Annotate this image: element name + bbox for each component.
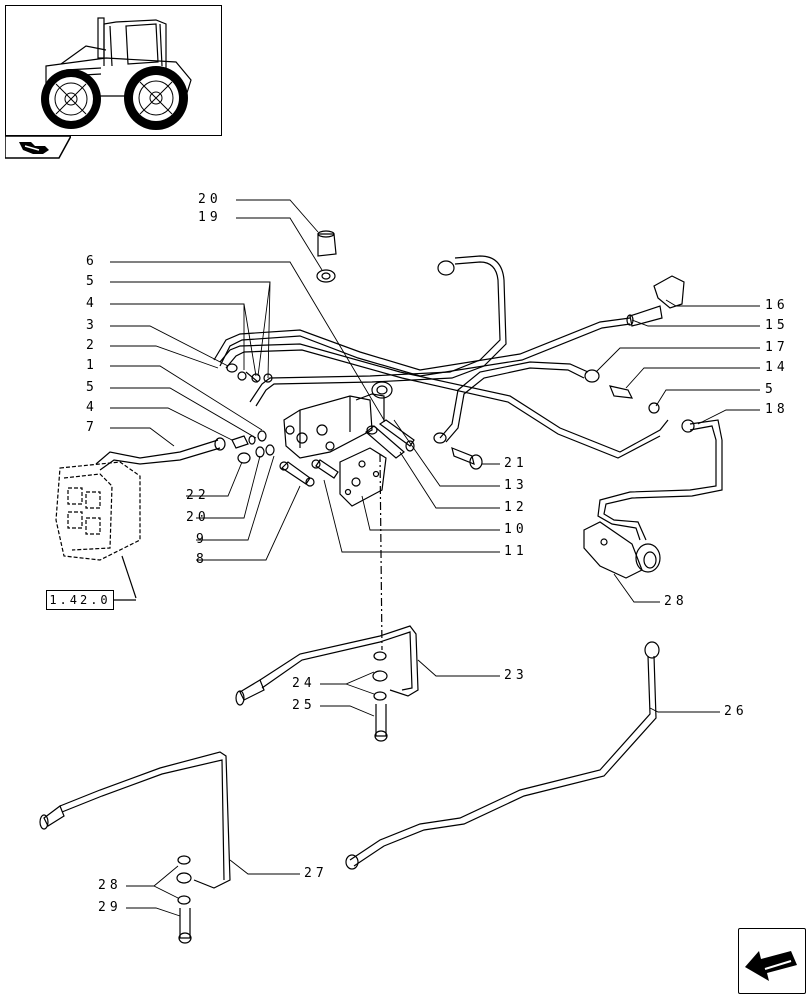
callout-25[interactable]: 25 <box>292 698 316 713</box>
callout-14[interactable]: 14 <box>765 360 789 375</box>
callout-5[interactable]: 5 <box>765 382 777 397</box>
pump-reference-box[interactable]: 1.42.0 <box>46 590 114 610</box>
callout-3[interactable]: 3 <box>86 318 98 333</box>
callout-1[interactable]: 1 <box>86 358 98 373</box>
navigation-button[interactable] <box>738 928 806 994</box>
pipe-crossing-2 <box>213 317 631 371</box>
bracket-28 <box>583 521 643 579</box>
callout-20[interactable]: 20 <box>198 192 222 207</box>
callout-18[interactable]: 18 <box>765 402 789 417</box>
callout-12[interactable]: 12 <box>504 500 528 515</box>
section-tab[interactable] <box>4 135 73 160</box>
navigation-arrow-icon <box>745 951 797 981</box>
callout-24[interactable]: 24 <box>292 676 316 691</box>
callout-28[interactable]: 28 <box>664 594 688 609</box>
pipe-27 <box>59 751 231 889</box>
callout-4[interactable]: 4 <box>86 400 98 415</box>
callout-2[interactable]: 2 <box>86 338 98 353</box>
callout-9[interactable]: 9 <box>196 532 208 547</box>
callout-29[interactable]: 29 <box>98 900 122 915</box>
pipe-17 <box>439 361 589 439</box>
callout-26[interactable]: 26 <box>724 704 748 719</box>
callout-21[interactable]: 21 <box>504 456 528 471</box>
pipe-7 <box>95 439 219 465</box>
pipe-26 <box>349 655 651 861</box>
callout-7[interactable]: 7 <box>86 420 98 435</box>
callout-10[interactable]: 10 <box>504 522 528 537</box>
callout-19[interactable]: 19 <box>198 210 222 225</box>
callout-13[interactable]: 13 <box>504 478 528 493</box>
callout-11[interactable]: 11 <box>504 544 528 559</box>
valve-block <box>283 395 373 459</box>
pipe-crossing-1 <box>219 343 669 453</box>
pipe-18 <box>597 425 717 541</box>
callout-6[interactable]: 6 <box>86 254 98 269</box>
fitting-16 <box>653 275 685 309</box>
pipe-23 <box>259 625 419 697</box>
tractor-thumbnail-icon <box>41 17 192 130</box>
callout-23[interactable]: 23 <box>504 668 528 683</box>
callout-4[interactable]: 4 <box>86 296 98 311</box>
section-tab-icon <box>4 135 73 159</box>
pipe-upper-left <box>249 261 501 403</box>
callout-5[interactable]: 5 <box>86 380 98 395</box>
plate-10 <box>339 447 387 507</box>
callout-16[interactable]: 16 <box>765 298 789 313</box>
callout-22[interactable]: 22 <box>186 488 210 503</box>
fitting-20 <box>317 233 337 257</box>
callout-8[interactable]: 8 <box>196 552 208 567</box>
callout-20[interactable]: 20 <box>186 510 210 525</box>
callout-17[interactable]: 17 <box>765 340 789 355</box>
pump-1-42-0 <box>55 461 141 561</box>
callout-5[interactable]: 5 <box>86 274 98 289</box>
callout-15[interactable]: 15 <box>765 318 789 333</box>
callout-27[interactable]: 27 <box>304 866 328 881</box>
tractor-thumbnail <box>5 5 222 136</box>
callout-28[interactable]: 28 <box>98 878 122 893</box>
